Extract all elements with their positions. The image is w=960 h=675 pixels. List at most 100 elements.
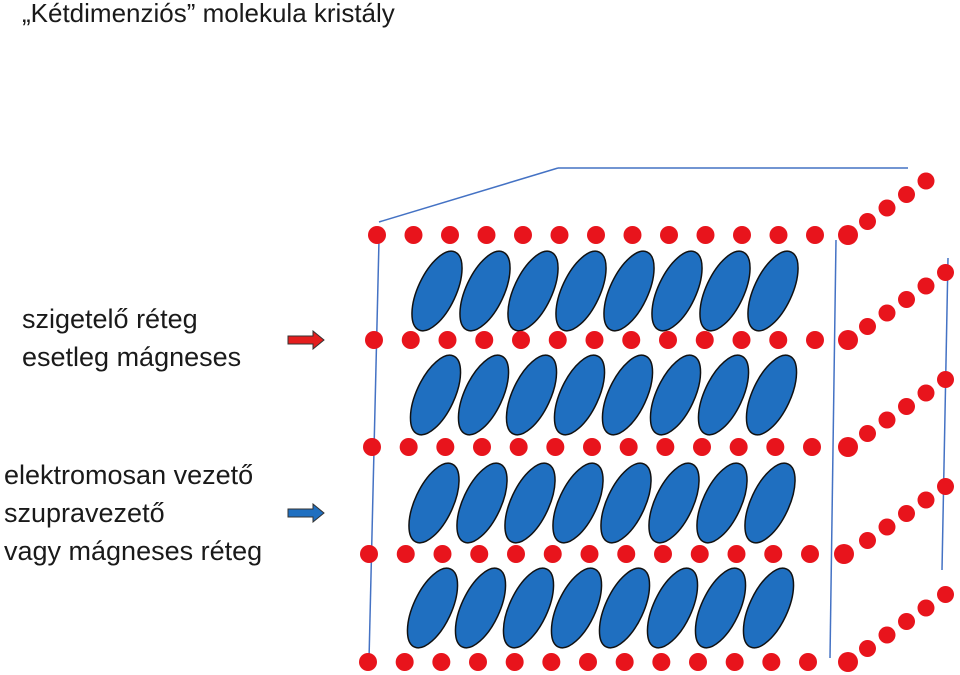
- atom: [733, 226, 751, 244]
- molecule: [649, 354, 702, 436]
- atom: [838, 437, 858, 457]
- molecule: [408, 462, 460, 544]
- atom: [696, 226, 715, 244]
- molecule: [507, 250, 559, 332]
- conducting-layer-label: elektromosan vezető szupravezető vagy má…: [4, 456, 262, 570]
- atom: [878, 199, 896, 217]
- atom: [365, 331, 383, 349]
- atom: [441, 226, 459, 244]
- atom: [509, 438, 528, 456]
- atom: [660, 226, 678, 244]
- atom: [360, 545, 378, 563]
- atom: [859, 640, 876, 657]
- atom: [505, 653, 524, 671]
- molecule: [601, 354, 654, 436]
- molecule: [457, 354, 510, 436]
- atom: [543, 545, 562, 563]
- atom: [799, 653, 817, 671]
- atom: [917, 384, 935, 402]
- atom: [803, 438, 821, 456]
- atom: [512, 331, 530, 349]
- atom: [548, 331, 567, 349]
- atom: [838, 330, 858, 350]
- diagram-title: „Kétdimenziós” molekula kristály: [22, 0, 395, 28]
- atom: [469, 653, 487, 671]
- atom: [470, 545, 489, 563]
- atom: [617, 545, 636, 563]
- atom: [729, 438, 748, 456]
- molecule: [411, 250, 463, 332]
- atom: [764, 545, 783, 563]
- atom: [937, 371, 954, 388]
- conducting-layer-line-3: vagy mágneses réteg: [4, 536, 263, 566]
- atom: [359, 653, 377, 671]
- atom: [477, 226, 496, 244]
- atom: [656, 438, 675, 456]
- atom: [859, 213, 876, 230]
- atom: [689, 653, 707, 671]
- atom: [859, 318, 876, 335]
- frame-edge: [941, 257, 949, 571]
- molecule: [646, 567, 699, 649]
- atom: [652, 653, 671, 671]
- molecule: [694, 567, 747, 649]
- atom: [433, 545, 452, 563]
- molecule: [651, 250, 703, 332]
- atom: [725, 653, 744, 671]
- frame-edge: [829, 239, 837, 659]
- molecule-layers: [406, 250, 799, 649]
- molecule: [406, 567, 459, 649]
- atom: [542, 653, 561, 671]
- atom: [579, 653, 597, 671]
- atom: [834, 544, 854, 564]
- atom: [438, 331, 457, 349]
- atom: [838, 652, 858, 672]
- atom: [801, 545, 819, 563]
- atom: [507, 545, 525, 563]
- atom: [878, 626, 896, 644]
- atom: [654, 545, 672, 563]
- atom: [917, 172, 935, 190]
- blue-arrow-icon: [287, 503, 325, 523]
- atom: [695, 331, 714, 349]
- atom: [898, 505, 915, 522]
- molecule: [600, 462, 652, 544]
- atom: [898, 613, 915, 630]
- atom: [727, 545, 746, 563]
- atom: [368, 226, 386, 244]
- atom: [615, 653, 634, 671]
- molecule: [699, 250, 751, 332]
- atom: [732, 331, 751, 349]
- atom: [436, 438, 455, 456]
- atom: [806, 331, 824, 349]
- molecule: [553, 354, 606, 436]
- frame-edge: [378, 167, 559, 223]
- atom: [769, 226, 788, 244]
- molecule: [744, 462, 796, 544]
- insulating-layer-line-1: szigetelő réteg: [22, 304, 198, 334]
- atom: [838, 225, 858, 245]
- atom: [917, 599, 935, 617]
- atom: [432, 653, 451, 671]
- atom: [898, 398, 915, 415]
- molecule: [697, 354, 750, 436]
- atom: [878, 411, 896, 429]
- atom: [475, 331, 494, 349]
- atom: [396, 545, 415, 563]
- atom: [766, 438, 785, 456]
- molecule: [505, 354, 558, 436]
- conducting-layer-line-1: elektromosan vezető: [4, 460, 254, 490]
- red-arrow-icon: [287, 330, 325, 350]
- conducting-layer-line-2: szupravezető: [4, 498, 165, 528]
- molecule: [747, 250, 799, 332]
- atom: [585, 331, 604, 349]
- atom: [806, 226, 824, 244]
- molecule: [648, 462, 700, 544]
- atom: [693, 438, 711, 456]
- atom: [514, 226, 532, 244]
- atom: [363, 438, 381, 456]
- atom: [546, 438, 565, 456]
- atom: [622, 331, 641, 349]
- atom: [583, 438, 601, 456]
- atom: [473, 438, 491, 456]
